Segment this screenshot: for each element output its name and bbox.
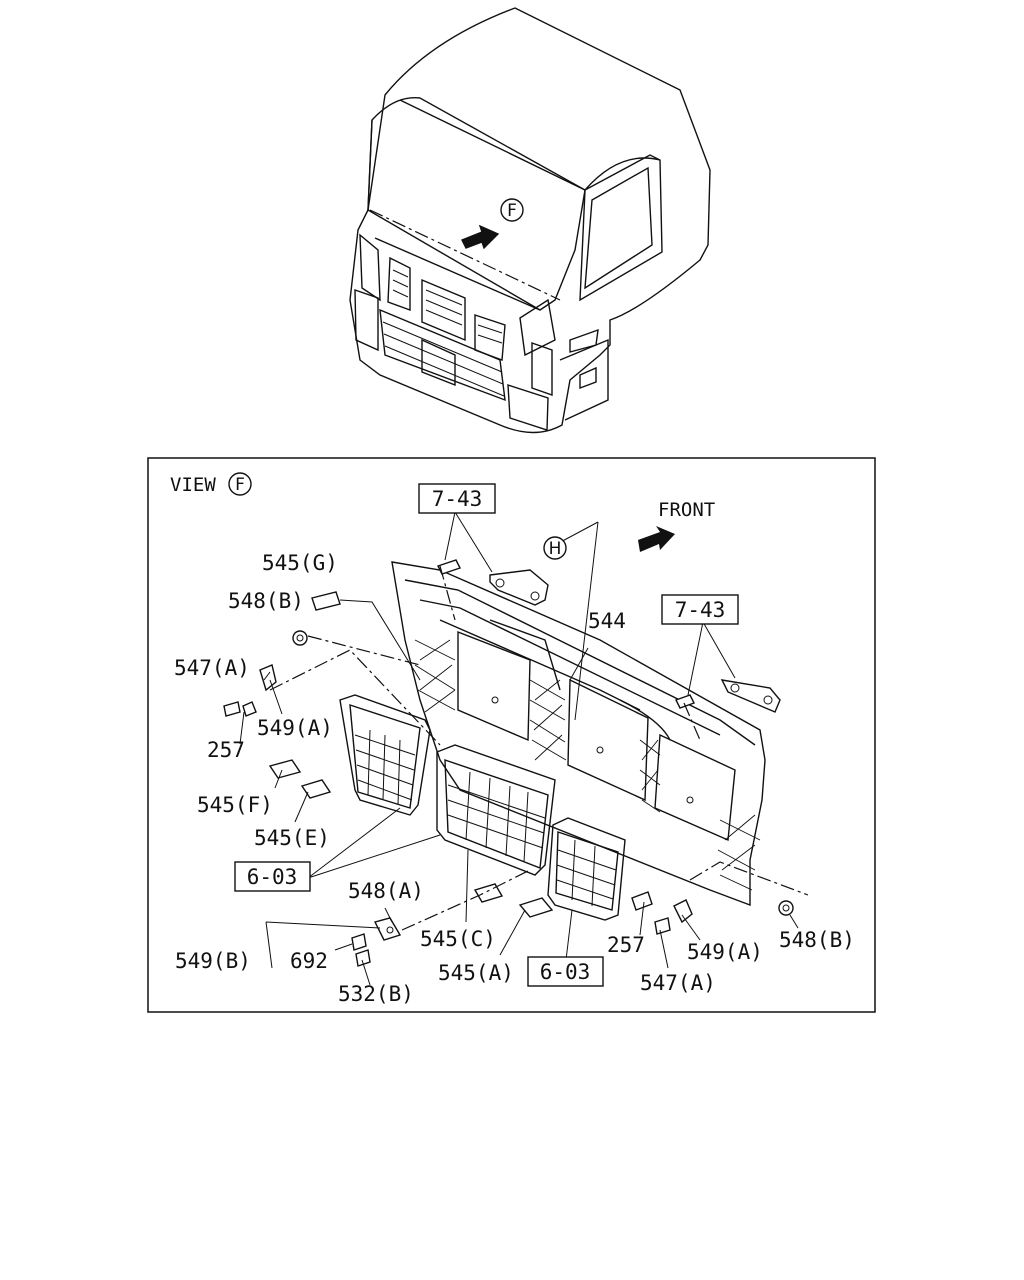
label-549b: 549(B) [175,949,251,973]
svg-text:FRONT: FRONT [658,499,715,521]
label-532b: 532(B) [338,982,414,1006]
label-549a-left: 549(A) [257,716,333,740]
label-545g: 545(G) [262,551,338,575]
fasteners-right [631,891,794,935]
ref-box-6-03-right: 6-03 [527,956,604,987]
label-547a-right: 547(A) [640,971,716,995]
grille-left [339,694,431,816]
bracket-top-left [437,559,549,606]
front-panel-assembly [391,561,766,907]
leader-lines [239,511,809,986]
svg-text:7-43: 7-43 [675,598,726,622]
svg-text:F: F [235,475,245,495]
label-257-right: 257 [607,933,645,957]
bracket-top-right [675,679,781,713]
label-545c: 545(C) [420,927,496,951]
label-545a: 545(A) [438,961,514,985]
label-548b-left: 548(B) [228,589,304,613]
fasteners-bottom [351,883,554,967]
part-labels: 545(G) 548(B) 547(A) 549(A) 257 545(F) 5… [174,551,855,1006]
svg-text:7-43: 7-43 [432,487,483,511]
grille-center [436,744,556,876]
svg-text:H: H [549,539,562,559]
ref-box-6-03-left: 6-03 [234,861,311,892]
view-frame [147,457,876,1013]
ref-box-7-43-left: 7-43 [418,483,496,514]
label-547a-left: 547(A) [174,656,250,680]
grille-right [547,817,626,921]
svg-text:6-03: 6-03 [540,960,591,984]
label-548a: 548(A) [348,879,424,903]
svg-text:6-03: 6-03 [247,865,298,889]
label-544: 544 [588,609,626,633]
section-marker-h: H [543,536,567,560]
front-indicator: FRONT [638,499,715,552]
label-549a-right: 549(A) [687,940,763,964]
label-545f: 545(F) [197,793,273,817]
cab-view-marker: F [507,201,517,221]
svg-text:VIEW: VIEW [170,474,216,496]
label-257-left: 257 [207,738,245,762]
label-545e: 545(E) [254,826,330,850]
view-title: VIEW F [170,472,252,496]
label-548b-right: 548(B) [779,928,855,952]
fasteners-left [223,591,341,799]
label-692: 692 [290,949,328,973]
cab-illustration: F [349,7,711,434]
ref-box-7-43-right: 7-43 [661,594,739,625]
